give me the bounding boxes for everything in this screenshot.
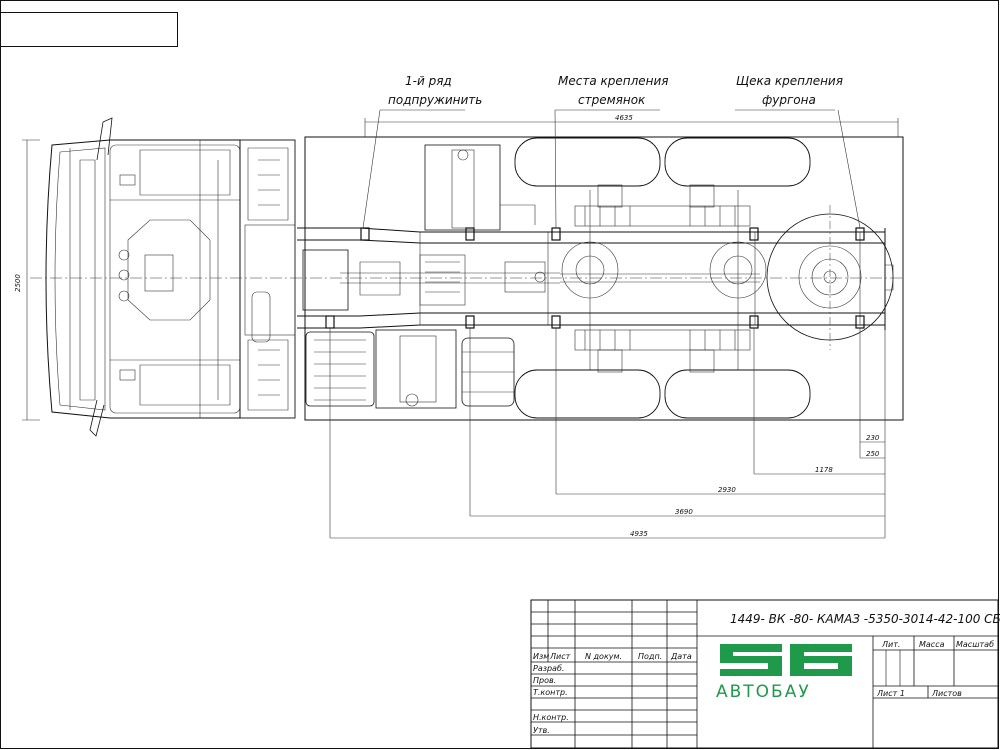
role-nkontr: Н.контр.	[533, 713, 569, 722]
frame-rails	[30, 227, 905, 330]
role-prov: Пров.	[533, 676, 556, 685]
title-block	[530, 599, 999, 749]
cell-masshtab: Масштаб	[956, 640, 994, 649]
role-tkontr: Т.контр.	[533, 688, 568, 697]
col-podp: Подп.	[638, 652, 662, 661]
role-utv: Утв.	[533, 726, 550, 735]
callout-leaders	[362, 109, 861, 229]
spare-wheel	[766, 205, 894, 350]
role-razrab: Разраб.	[533, 664, 564, 673]
truck-cab	[45, 117, 241, 437]
col-list: Лист	[549, 652, 571, 661]
col-izm: Изм	[533, 652, 549, 661]
body-outline	[304, 136, 904, 421]
callout-springs-line1: 1-й ряд	[405, 74, 452, 88]
engine-block	[239, 139, 296, 419]
dim-3690: 3690	[675, 508, 693, 516]
dim-2930: 2930	[718, 486, 736, 494]
callout-cheek-line2: фургона	[762, 93, 816, 107]
dim-overall-length: 4635	[615, 114, 633, 122]
dimension-lines	[22, 118, 899, 539]
dim-1178: 1178	[815, 466, 833, 474]
cell-massa: Масса	[919, 640, 945, 649]
dim-width: 2500	[14, 274, 22, 292]
callout-cheek-line1: Щека крепления	[736, 74, 843, 88]
upper-equipment	[305, 144, 536, 409]
transmission	[302, 249, 546, 311]
cell-sheets: Листов	[931, 689, 962, 698]
col-ndoc: N докум.	[585, 652, 622, 661]
callout-springs-line2: подпружинить	[388, 93, 482, 107]
dim-230: 230	[866, 434, 880, 442]
col-data: Дата	[670, 652, 692, 661]
rear-wheels	[514, 137, 811, 419]
cell-sheet: Лист 1	[876, 689, 905, 698]
callout-ubolt-line2: стремянок	[578, 93, 646, 107]
cell-lit: Лит.	[881, 640, 900, 649]
callout-ubolt-line1: Места крепления	[558, 74, 669, 88]
avtobau-logo: АВТОБАУ	[716, 644, 852, 702]
logo-text: АВТОБАУ	[716, 682, 811, 702]
dim-250: 250	[866, 450, 880, 458]
corner-stamp-box	[0, 12, 178, 47]
drawing-designation: 1449- ВК -80- КАМАЗ -5350-3014-42-100 СБ	[730, 612, 1000, 626]
dim-4935: 4935	[630, 530, 648, 538]
